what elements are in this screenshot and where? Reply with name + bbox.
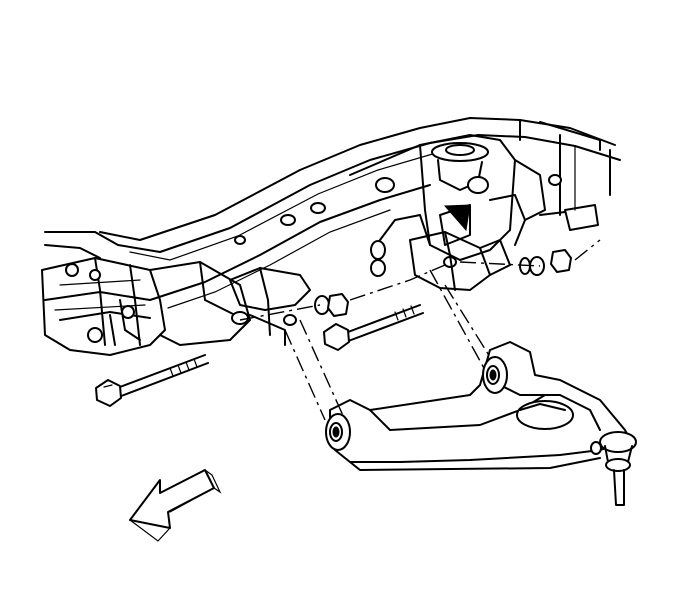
front-bushing-icon — [325, 413, 351, 451]
ball-joint-icon — [590, 431, 637, 506]
coil-spring-seat-icon — [349, 134, 599, 261]
lower-control-arm-icon — [329, 341, 631, 471]
rear-bushing-icon — [482, 356, 508, 394]
front-bracket — [229, 267, 311, 346]
front-nut-washer-icon — [314, 240, 386, 317]
rear-bolt-icon — [323, 304, 424, 351]
rear-nut-washer-icon — [519, 249, 572, 276]
rear-bracket — [409, 231, 511, 291]
alignment-lines — [239, 239, 601, 421]
direction-arrow-icon — [129, 469, 222, 542]
front-bolt-icon — [95, 354, 209, 407]
frame-rail-icon — [99, 117, 621, 309]
